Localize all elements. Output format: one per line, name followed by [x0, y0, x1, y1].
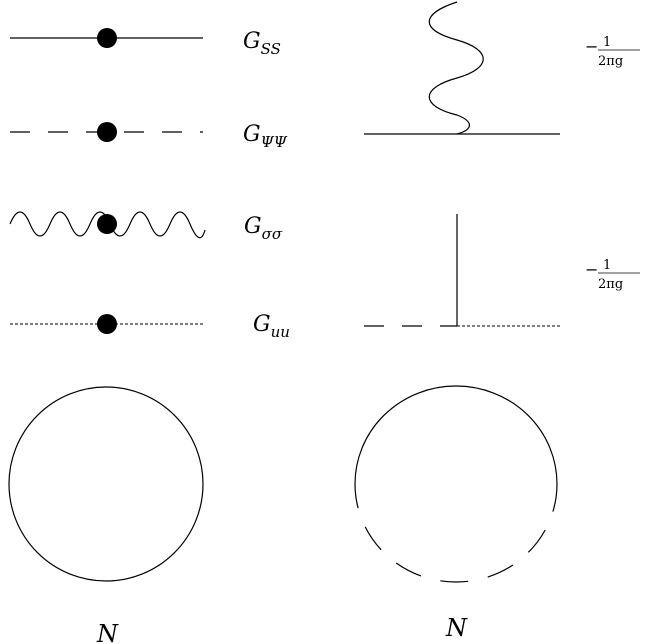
propagator-dot: [97, 314, 117, 334]
propagator-dot: [97, 214, 117, 234]
propagator-ss: GSS: [10, 28, 281, 58]
propagator-label-sigmasigma: Gσσ: [244, 214, 283, 243]
propagator-sigmasigma: Gσσ: [9, 211, 283, 243]
svg-text:−: −: [585, 37, 598, 56]
svg-text:−: −: [585, 260, 598, 279]
dashed-loop-arc: [354, 483, 558, 583]
vertex-u-psipsi: − 1 2πg: [364, 214, 640, 327]
propagator-psipsi: GΨΨ: [10, 122, 288, 151]
propagator-dot: [97, 122, 117, 142]
loop-mixed: N: [354, 385, 558, 642]
svg-text:2πg: 2πg: [598, 277, 623, 292]
svg-text:1: 1: [603, 35, 611, 50]
propagator-label-ss: GSS: [243, 29, 281, 58]
wavy-vertex-leg: [428, 1, 484, 135]
loop-solid: N: [8, 386, 204, 644]
svg-text:1: 1: [603, 258, 611, 273]
propagator-label-uu: Guu: [253, 312, 290, 341]
propagator-label-psipsi: GΨΨ: [243, 122, 288, 151]
svg-text:2πg: 2πg: [598, 54, 623, 69]
vertex-factor-1: − 1 2πg: [585, 35, 640, 69]
propagator-dot: [97, 28, 117, 48]
solid-loop-circle: [8, 386, 204, 582]
loop-label: N: [96, 620, 119, 644]
solid-loop-arc: [354, 385, 558, 485]
loop-label: N: [445, 614, 468, 642]
vertex-sigma-ss: − 1 2πg: [364, 1, 640, 135]
propagator-uu: Guu: [10, 312, 290, 341]
vertex-factor-2: − 1 2πg: [585, 258, 640, 292]
